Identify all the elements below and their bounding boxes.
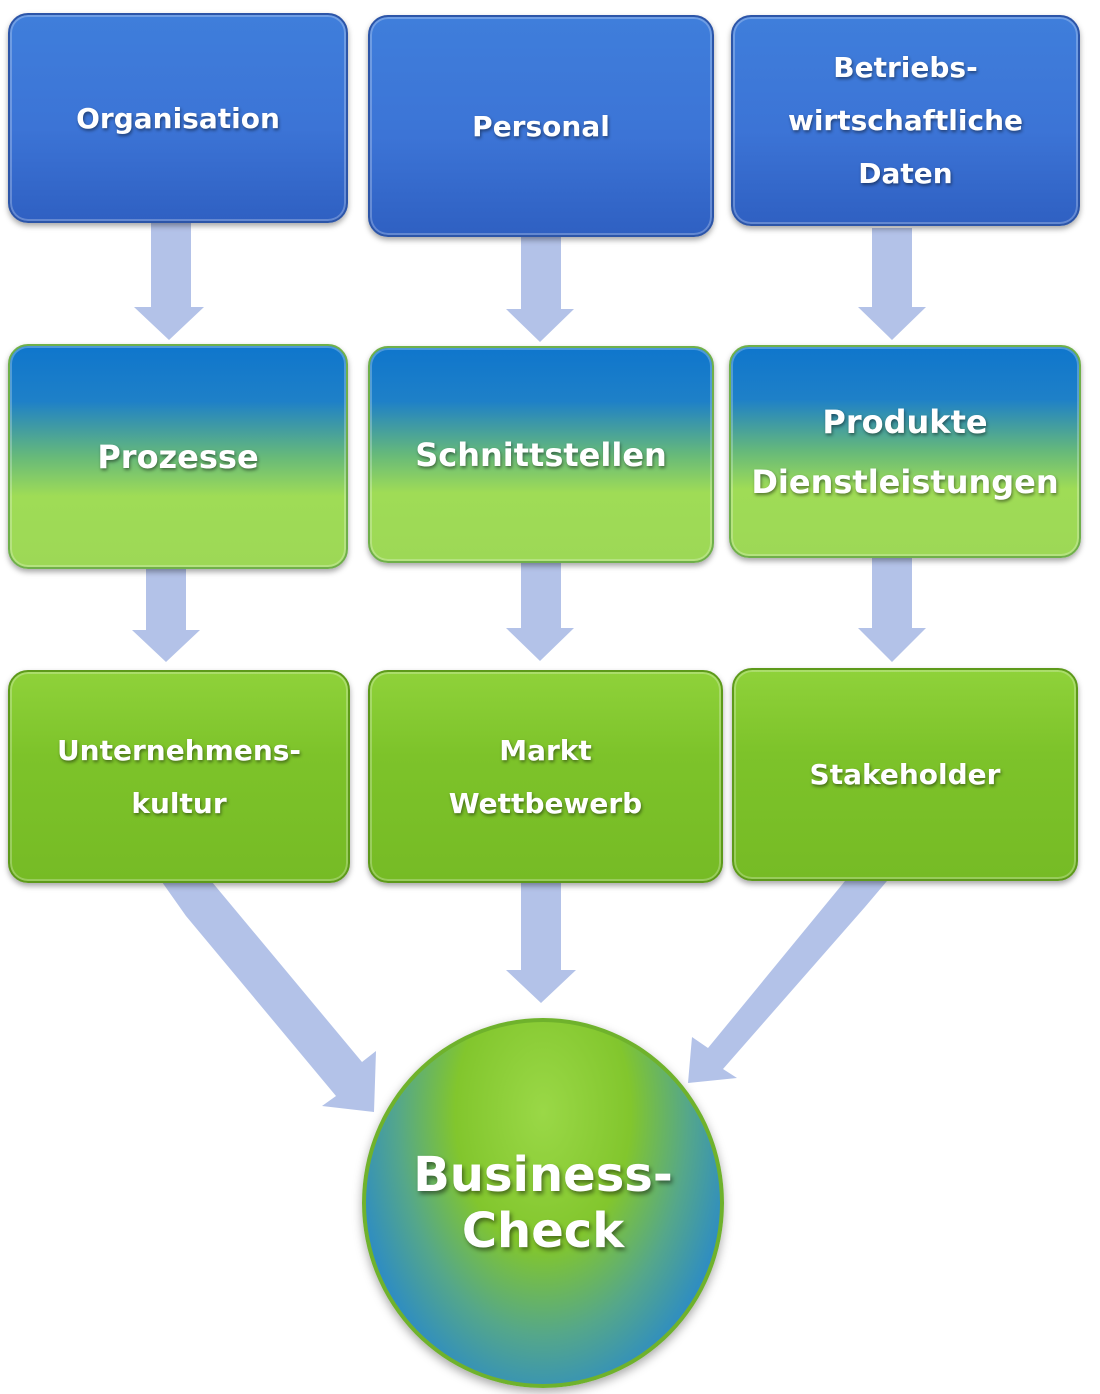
prozesse-box: Prozesse (8, 344, 348, 569)
schnittstellen-label: Schnittstellen (415, 435, 667, 474)
prozesse-label: Prozesse (97, 437, 259, 476)
arrow-prozesse-to-unternehmenskultur (132, 569, 200, 662)
stakeholder-label: Stakeholder (809, 758, 1001, 791)
personal-box: Personal (368, 15, 714, 237)
betriebswirtschaftliche-daten-label: Betriebs- wirtschaftliche Daten (787, 51, 1024, 190)
unternehmenskultur-label: Unternehmens- kultur (56, 733, 302, 820)
produkte-dienstleistungen-box: Produkte Dienstleistungen (729, 345, 1081, 558)
unternehmenskultur-box: Unternehmens- kultur (8, 670, 350, 883)
stakeholder-box: Stakeholder (732, 668, 1078, 881)
business-check-label: Business- Check (413, 1147, 673, 1259)
arrow-personal-to-schnittstellen (506, 236, 574, 342)
arrow-produkte-to-stakeholder (858, 558, 926, 662)
produkte-dienstleistungen-label: Produkte Dienstleistungen (751, 402, 1059, 501)
schnittstellen-box: Schnittstellen (368, 346, 714, 563)
personal-label: Personal (472, 109, 610, 143)
betriebswirtschaftliche-daten-box: Betriebs- wirtschaftliche Daten (731, 15, 1080, 226)
markt-wettbewerb-box: Markt Wettbewerb (368, 670, 723, 883)
arrow-unternehmenskultur-to-business-check (162, 882, 376, 1112)
organisation-label: Organisation (76, 101, 280, 135)
arrow-organisation-to-prozesse (134, 222, 204, 340)
markt-wettbewerb-label: Markt Wettbewerb (448, 733, 643, 820)
arrow-stakeholder-to-business-check (688, 881, 887, 1083)
arrow-markt-to-business-check (506, 882, 576, 1003)
business-check-circle: Business- Check (362, 1018, 724, 1388)
arrow-schnittstellen-to-markt (506, 562, 574, 661)
organisation-box: Organisation (8, 13, 348, 223)
arrow-daten-to-produkte (858, 228, 926, 340)
